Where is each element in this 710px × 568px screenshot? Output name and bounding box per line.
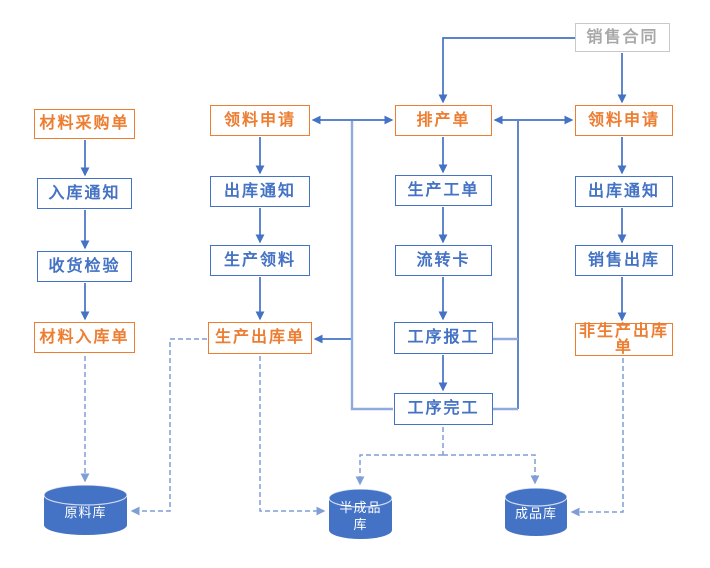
node-process-completion: 工序完工 <box>394 393 493 425</box>
node-production-picking: 生产领料 <box>210 245 310 276</box>
edge-production-outbound-to-raw-store <box>130 338 207 516</box>
node-picking-request-right: 领料申请 <box>575 105 673 136</box>
node-raw-material-store-label: 原料库 <box>64 504 107 520</box>
node-production-work-order: 生产工单 <box>395 175 492 206</box>
node-material-purchase-order: 材料采购单 <box>34 109 135 139</box>
node-sales-outbound: 销售出库 <box>575 245 673 276</box>
cylinder-top-raw-material-store <box>43 484 128 506</box>
edge-contract-to-schedule <box>438 37 575 104</box>
node-picking-request-left: 领料申请 <box>210 105 310 136</box>
node-receipt-inspection: 收货检验 <box>37 251 132 282</box>
node-non-production-outbound-order: 非生产出库单 <box>575 323 673 356</box>
edge-left-rail <box>350 121 393 411</box>
edge-completion-to-semi-store <box>355 454 443 486</box>
node-production-outbound-order: 生产出库单 <box>208 322 312 354</box>
node-production-schedule-order: 排产单 <box>395 105 492 136</box>
node-process-reporting: 工序报工 <box>394 322 493 354</box>
node-sales-contract: 销售合同 <box>575 23 670 52</box>
node-semi-finished-store-label: 半成品库 <box>339 500 382 532</box>
node-outbound-notice-right: 出库通知 <box>575 176 673 207</box>
edge-production-outbound-to-semi-store <box>259 356 326 516</box>
cylinder-top-finished-goods-store <box>504 487 568 507</box>
node-inbound-notice: 入库通知 <box>37 178 132 209</box>
node-finished-goods-store-label: 成品库 <box>514 506 557 522</box>
edge-non-production-to-finished-store <box>570 358 624 517</box>
node-outbound-notice-left: 出库通知 <box>210 176 310 207</box>
cylinder-top-semi-finished-store <box>328 488 393 508</box>
node-flow-card: 流转卡 <box>395 245 492 276</box>
node-material-inbound-order: 材料入库单 <box>34 322 135 353</box>
edge-completion-to-finished-store <box>443 454 540 485</box>
